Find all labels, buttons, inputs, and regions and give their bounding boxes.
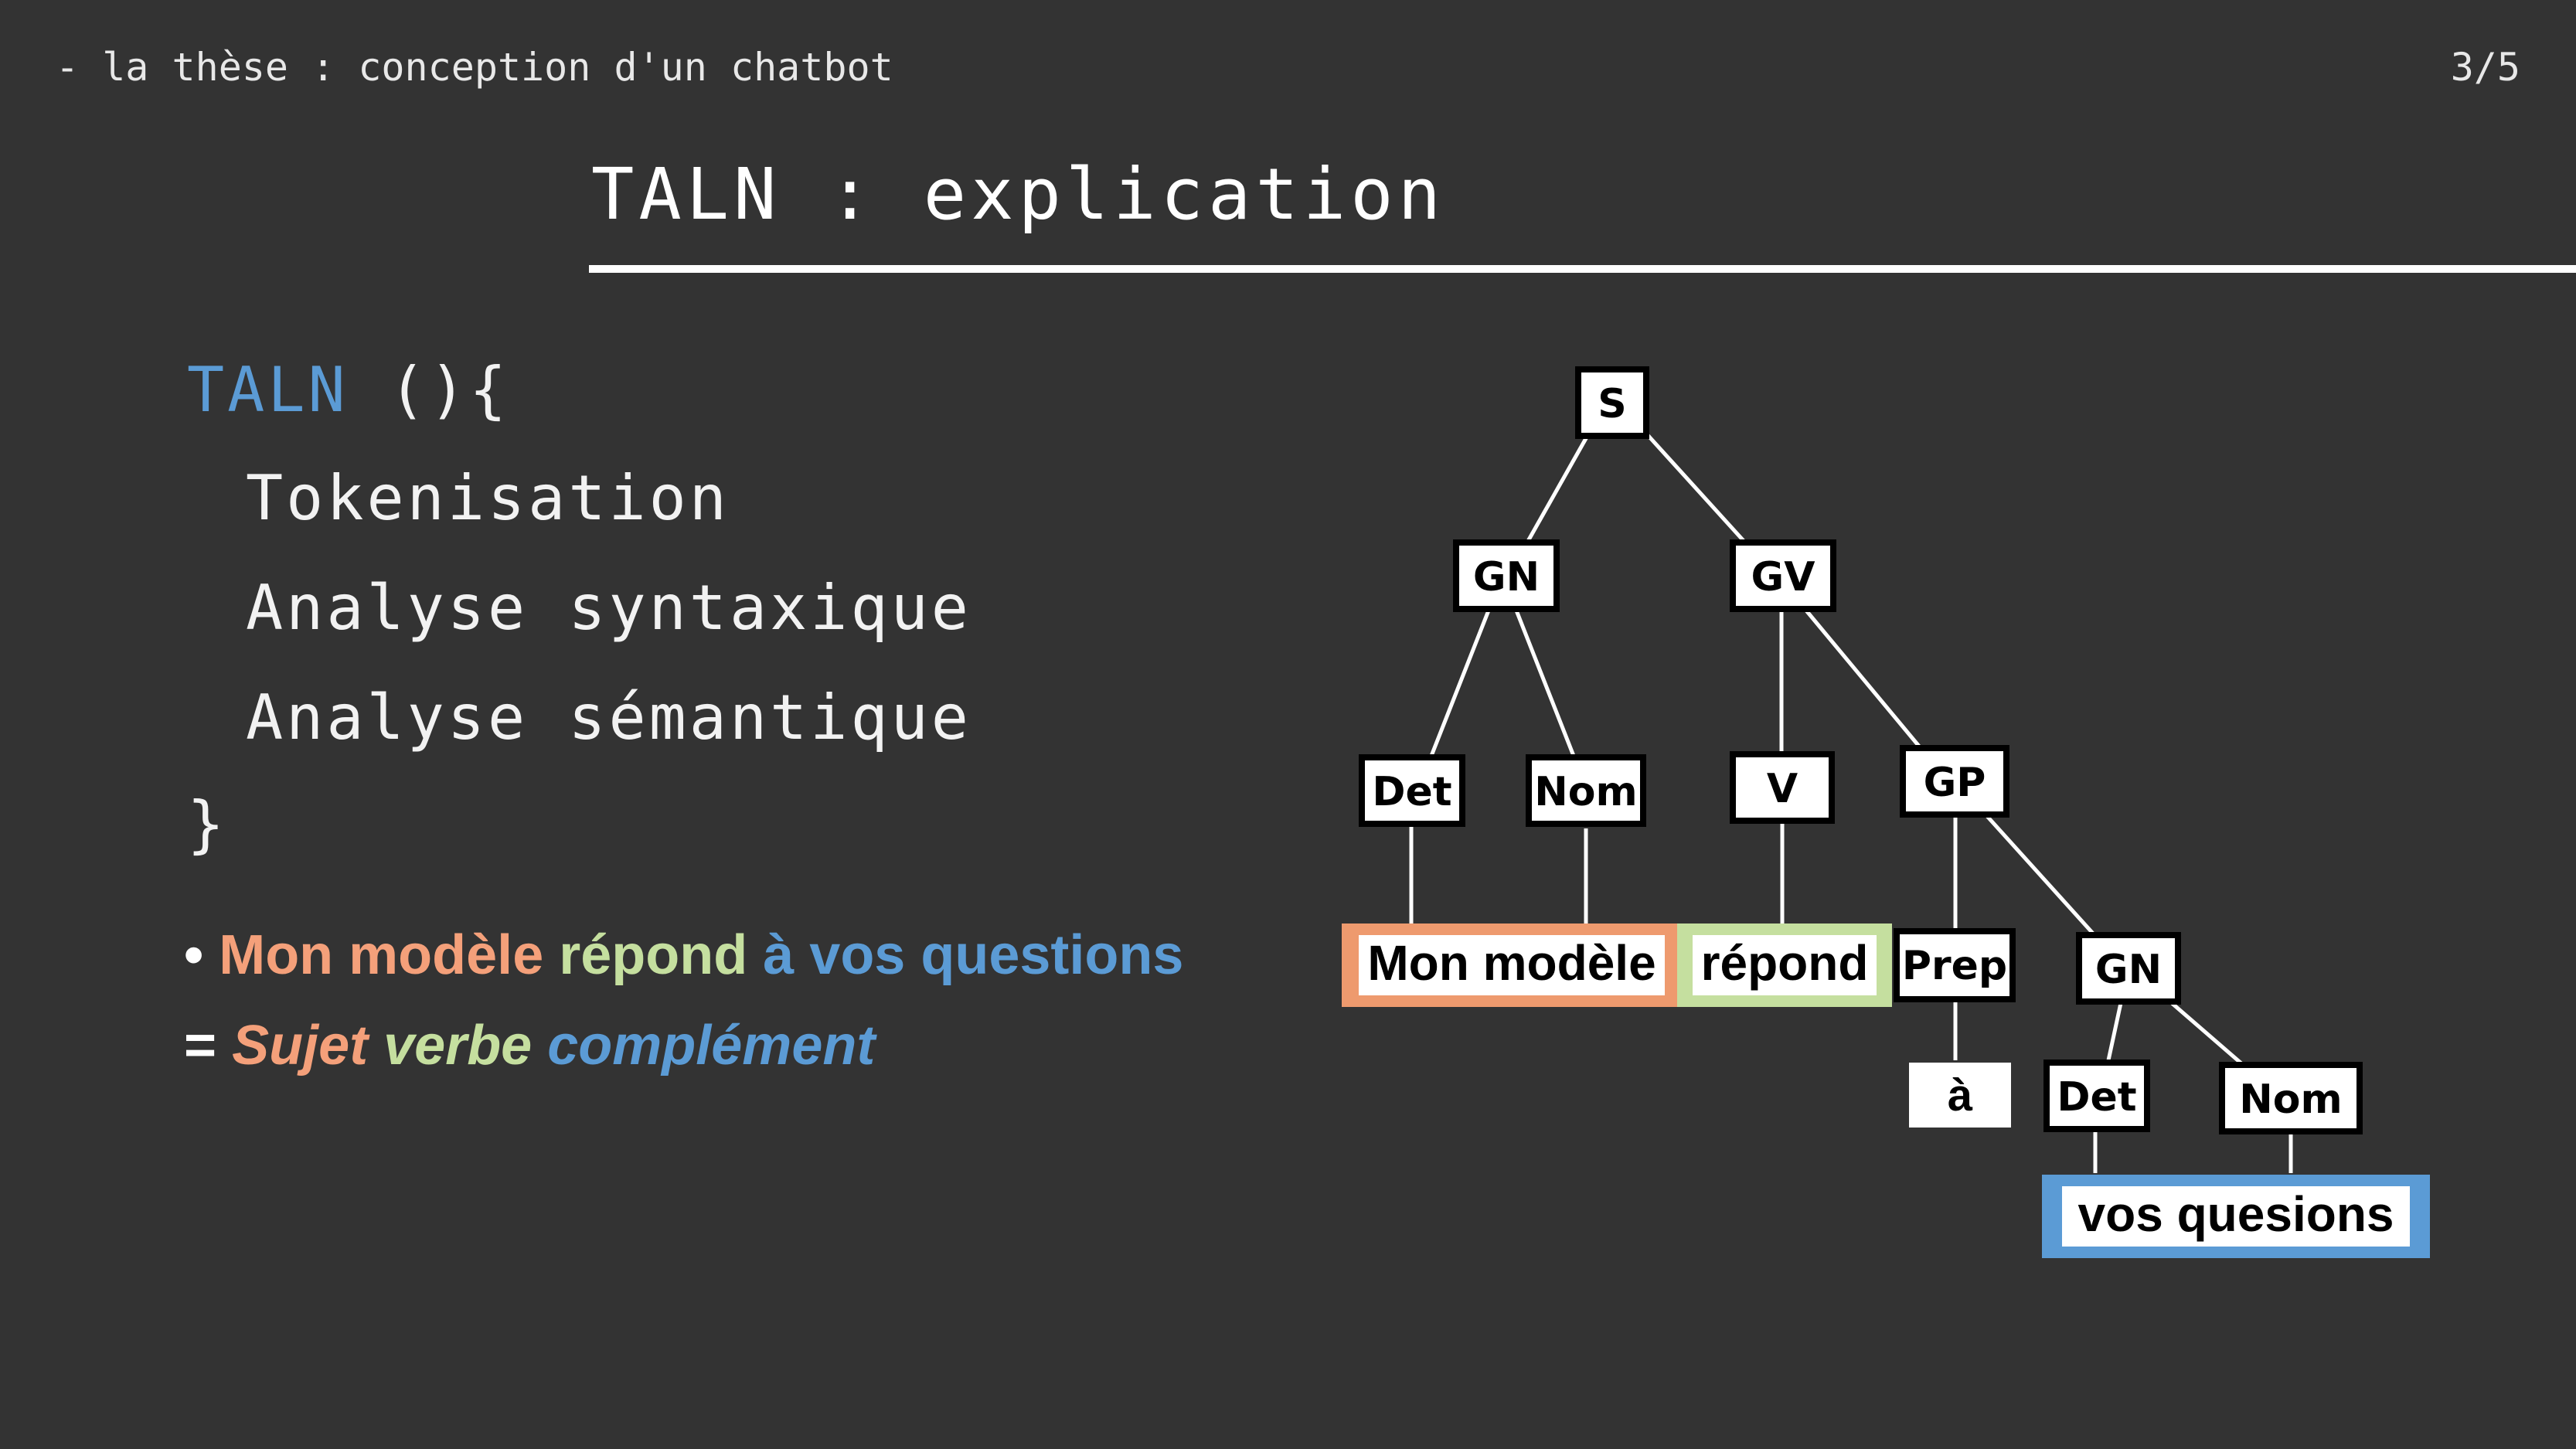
code-line-semantic: Analyse sémantique [246, 682, 972, 753]
example-sentence: • Mon modèle répond à vos questions [184, 923, 1183, 987]
node-gv [1730, 539, 1836, 612]
node-det2-label: Det [2057, 1074, 2136, 1121]
code-close-brace: } [187, 788, 228, 860]
code-keyword: TALN [187, 354, 349, 426]
node-nom2 [2219, 1062, 2363, 1134]
edge-s-gv [1645, 433, 1747, 544]
equation-complement: complément [547, 1015, 876, 1077]
tree-edges [1409, 433, 2293, 1173]
prep-leaf-box [1909, 1063, 2011, 1128]
edge-gn-det [1429, 610, 1491, 757]
node-gn-label: GN [1473, 554, 1540, 600]
edge-gn-det2 [2106, 1002, 2123, 1061]
complement-label-bg [2062, 1186, 2410, 1247]
edge-gn-nom [1514, 610, 1576, 757]
code-line-syntax: Analyse syntaxique [246, 572, 972, 644]
node-gn [1453, 539, 1560, 612]
node-v [1730, 751, 1835, 824]
header-section-title: - la thèse : conception d'un chatbot [56, 45, 893, 90]
node-s [1575, 366, 1649, 439]
leaf-verb: répond [1701, 935, 1869, 991]
node-nom [1526, 754, 1646, 827]
node-gp [1900, 745, 2009, 818]
node-det [1359, 754, 1465, 827]
code-open-brace: (){ [348, 354, 510, 426]
node-gn2 [2076, 932, 2181, 1005]
subject-label-bg [1359, 935, 1665, 995]
node-gv-label: GV [1751, 554, 1815, 600]
node-det-label: Det [1372, 769, 1451, 815]
sentence-complement: à vos questions [763, 924, 1184, 986]
code-function-signature: TALN (){ [187, 354, 509, 426]
node-prep-label: Prep [1902, 943, 2007, 989]
equation-prefix: = [184, 1015, 233, 1077]
bullet: • [184, 924, 219, 986]
edge-s-gn [1525, 433, 1591, 544]
equation-subject: Sujet [232, 1015, 384, 1077]
page-counter: 3/5 [2450, 45, 2520, 90]
sentence-subject: Mon modèle [219, 924, 560, 986]
equation-verb: verbe [383, 1015, 548, 1077]
edge-gv-gp [1805, 609, 1922, 750]
node-s-label: S [1598, 381, 1626, 427]
sentence-verb: répond [559, 924, 764, 986]
edge-gn-nom2 [2170, 1002, 2243, 1065]
leaf-complement: vos quesions [2078, 1186, 2394, 1242]
leaf-prep: à [1948, 1070, 1973, 1121]
edge-gp-gn [1985, 814, 2096, 937]
leaf-subject: Mon modèle [1367, 935, 1656, 991]
node-nom2-label: Nom [2239, 1077, 2342, 1123]
node-det2 [2043, 1060, 2150, 1132]
node-v-label: V [1767, 766, 1798, 812]
node-prep [1894, 928, 2016, 1002]
slide-title: TALN : explication [591, 153, 1445, 236]
grammar-equation: = Sujet verbe complément [184, 1014, 875, 1077]
code-line-tokenisation: Tokenisation [246, 462, 730, 534]
verb-label-bg [1693, 935, 1877, 995]
title-underline [589, 265, 2576, 273]
node-gp-label: GP [1924, 760, 1986, 806]
node-nom-label: Nom [1534, 769, 1637, 815]
node-gn2-label: GN [2095, 947, 2162, 993]
